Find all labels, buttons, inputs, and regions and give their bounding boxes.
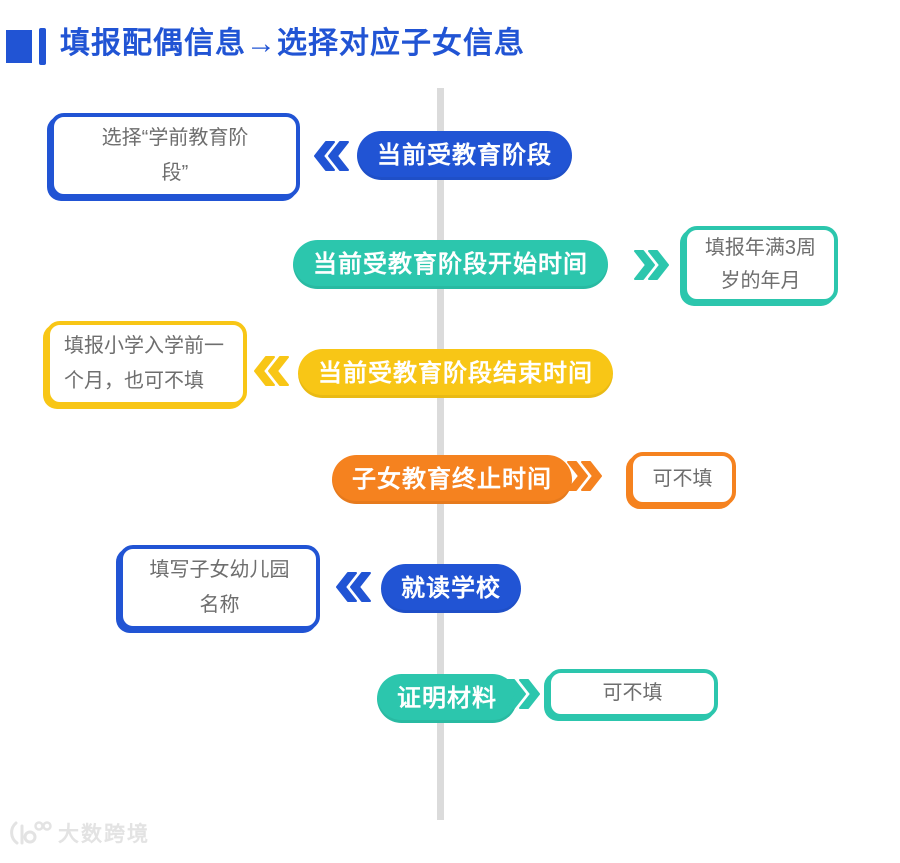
note-box-stage-end-time: 填报小学入学前一 个月，也可不填 xyxy=(46,321,247,406)
double-chevron-left-icon xyxy=(336,572,372,602)
note-box-school: 填写子女幼儿园 名称 xyxy=(119,545,320,630)
pill-stage-start-time: 当前受教育阶段开始时间 xyxy=(293,240,608,289)
double-chevron-right-icon xyxy=(633,250,669,280)
title-vbar-decoration xyxy=(39,28,46,65)
note-box-proof-materials: 可不填 xyxy=(547,669,718,718)
pill-stage-end-time: 当前受教育阶段结束时间 xyxy=(298,349,613,398)
note-box-termination-time: 可不填 xyxy=(629,452,736,506)
title-square-decoration xyxy=(6,30,32,63)
pill-proof-materials: 证明材料 xyxy=(377,674,517,723)
pill-education-stage: 当前受教育阶段 xyxy=(357,131,572,180)
note-text: 填报小学入学前一 个月，也可不填 xyxy=(64,334,224,392)
note-box-education-stage: 选择“学前教育阶 段” xyxy=(50,113,300,198)
page-title: 填报配偶信息→选择对应子女信息 xyxy=(60,27,525,60)
note-box-stage-start-time: 填报年满3周 岁的年月 xyxy=(683,226,838,303)
double-chevron-left-icon xyxy=(254,356,290,386)
note-text: 选择“学前教育阶 段” xyxy=(101,126,249,184)
note-text: 填报年满3周 岁的年月 xyxy=(704,236,817,292)
k100-logo-icon xyxy=(8,819,52,847)
double-chevron-right-icon xyxy=(566,461,602,491)
pill-education-termination-time: 子女教育终止时间 xyxy=(332,455,572,504)
note-text: 可不填 xyxy=(602,682,663,704)
note-text: 填写子女幼儿园 名称 xyxy=(149,558,290,616)
watermark: 大数跨境 xyxy=(8,818,150,848)
watermark-text: 大数跨境 xyxy=(58,823,150,846)
pill-school: 就读学校 xyxy=(381,564,521,613)
timeline-line xyxy=(437,88,444,820)
double-chevron-right-icon xyxy=(504,679,540,709)
note-text: 可不填 xyxy=(652,467,713,490)
double-chevron-left-icon xyxy=(314,141,350,171)
